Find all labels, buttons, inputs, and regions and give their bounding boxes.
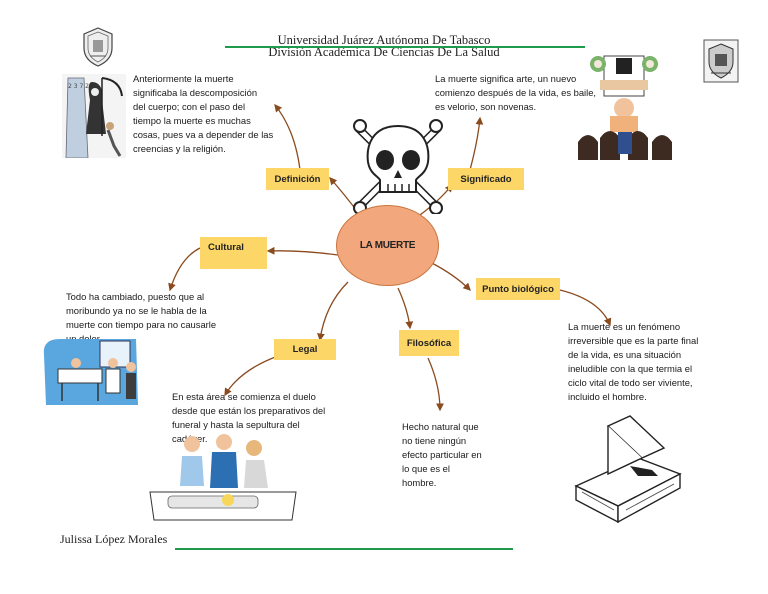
- node-legal: Legal: [274, 339, 336, 360]
- university-seal-icon: [83, 27, 113, 67]
- header-rule: [225, 46, 585, 48]
- central-node-label: LA MUERTE: [359, 240, 416, 251]
- altar-mourners-icon: [578, 55, 672, 160]
- central-node: LA MUERTE: [336, 205, 439, 286]
- university-title: Universidad Juárez Autónoma De Tabasco: [277, 33, 491, 47]
- node-significado: Significado: [448, 168, 524, 190]
- division-title: División Académica De Ciencias De La Sal…: [268, 45, 500, 59]
- footer-rule: [175, 548, 513, 550]
- university-seal-icon: [703, 39, 739, 83]
- node-definicion: Definición: [266, 168, 329, 190]
- node-punto-biologico: Punto biológico: [476, 278, 560, 300]
- coffin-icon: [574, 415, 682, 524]
- grim-reaper-icon: 2 3 7 2: [62, 74, 126, 158]
- node-cultural: Cultural: [200, 237, 267, 269]
- svg-text:2 3 7 2: 2 3 7 2: [68, 83, 89, 90]
- funeral-family-icon: [149, 434, 297, 521]
- node-filosofica: Filosófica: [399, 330, 459, 356]
- skull-crossbones-icon: [353, 119, 443, 214]
- hospital-bed-icon: [43, 339, 138, 405]
- author-name: Julissa López Morales: [60, 532, 168, 546]
